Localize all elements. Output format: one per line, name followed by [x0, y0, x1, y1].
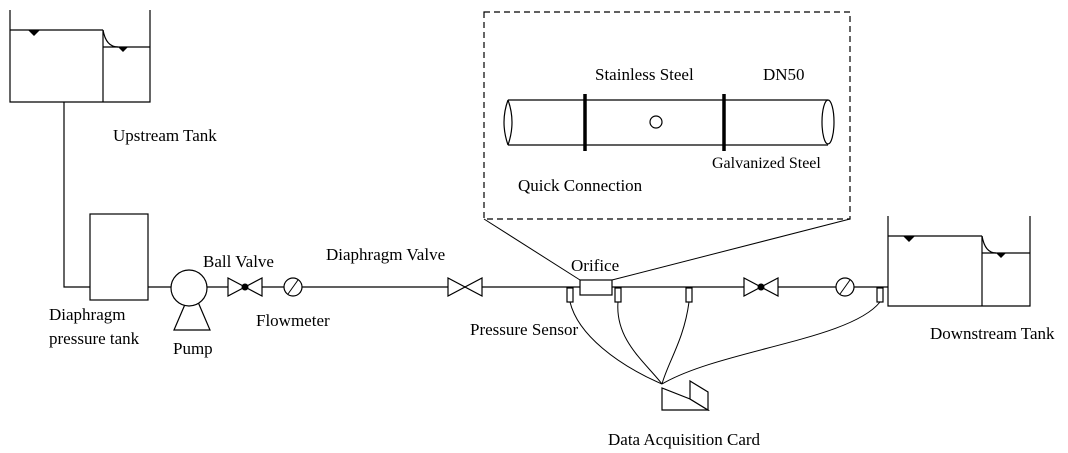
- diaphragm-pressure-tank: [89, 213, 149, 301]
- orifice-label: Orifice: [571, 256, 619, 275]
- ball-valve-downstream-icon: [743, 277, 779, 297]
- upstream-tank: [9, 10, 151, 103]
- diaphragm-valve-label: Diaphragm Valve: [326, 245, 445, 264]
- signal-wires: [569, 301, 881, 385]
- diaphragm-pressure-tank-label-2: pressure tank: [49, 329, 140, 348]
- data-acquisition-card: [661, 379, 711, 412]
- downstream-tank: [887, 216, 1031, 307]
- detail-callout: [483, 11, 851, 281]
- quick-connection-label: Quick Connection: [518, 176, 643, 195]
- upstream-tank-label: Upstream Tank: [113, 126, 217, 145]
- pump-label: Pump: [173, 339, 213, 358]
- diaphragm-valve-icon: [447, 277, 483, 297]
- upstream-pipe: [63, 102, 90, 288]
- ball-valve-label: Ball Valve: [203, 252, 274, 271]
- data-acquisition-card-label: Data Acquisition Card: [608, 430, 761, 449]
- flowmeter-icon: [283, 277, 303, 297]
- diaphragm-pressure-tank-label-1: Diaphragm: [49, 305, 125, 324]
- detail-pipe: [503, 94, 835, 151]
- pressure-sensor-taps: [566, 287, 884, 303]
- orifice: [579, 279, 613, 296]
- stainless-steel-label: Stainless Steel: [595, 65, 694, 84]
- pressure-sensor-label: Pressure Sensor: [470, 320, 578, 339]
- galvanized-steel-label: Galvanized Steel: [712, 155, 821, 172]
- pump: [170, 269, 211, 331]
- dn50-label: DN50: [763, 65, 805, 84]
- flowmeter-downstream-icon: [835, 277, 855, 297]
- ball-valve-icon: [227, 277, 263, 297]
- flowmeter-label: Flowmeter: [256, 311, 330, 330]
- downstream-tank-label: Downstream Tank: [930, 324, 1055, 343]
